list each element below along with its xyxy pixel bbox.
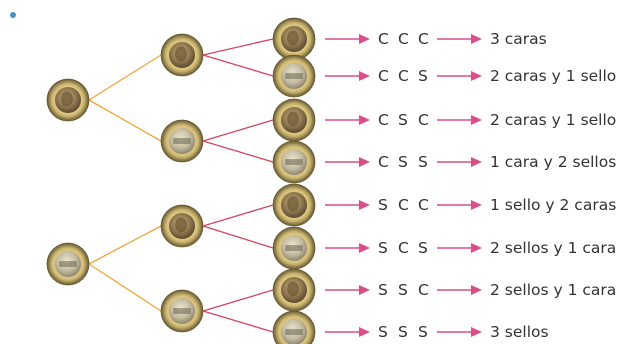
coin-level3-cara (272, 98, 316, 142)
arrow-to-result (437, 200, 482, 210)
arrow-to-sequence (325, 243, 370, 253)
branch-line-second (202, 289, 274, 312)
sequence-letter: S (418, 323, 428, 341)
sequence-letter: S (398, 281, 408, 299)
branch-line-first (88, 99, 162, 142)
outcome-result: 1 cara y 2 sellos (490, 153, 617, 171)
sequence-letter: C (418, 196, 429, 214)
branch-line-first (88, 54, 162, 101)
sequence-letter: C (418, 111, 429, 129)
branch-line-second (202, 225, 274, 249)
sequence-letter: S (398, 111, 408, 129)
arrow-to-sequence (325, 34, 370, 44)
arrow-to-sequence (325, 71, 370, 81)
sequence-letter: C (398, 196, 409, 214)
arrow-to-result (437, 71, 482, 81)
arrow-to-sequence (325, 157, 370, 167)
coin-level3-cara (272, 268, 316, 312)
sequence-letter: C (398, 239, 409, 257)
coin-level2-sello (160, 289, 204, 333)
branch-line-second (202, 119, 274, 142)
sequence-letter: C (378, 30, 389, 48)
sequence-letter: S (378, 196, 388, 214)
branch-line-second (202, 38, 274, 56)
branch-line-first (88, 263, 162, 312)
outcome-result: 1 sello y 2 caras (490, 196, 617, 214)
sequence-letter: S (378, 281, 388, 299)
coin-level1-sello (46, 242, 90, 286)
sequence-letter: S (418, 239, 428, 257)
arrow-to-result (437, 285, 482, 295)
outcome-result: 2 sellos y 1 cara (490, 239, 617, 257)
coin-level3-cara (272, 17, 316, 61)
bullet-marker (10, 12, 16, 18)
sequence-letter: C (378, 67, 389, 85)
sequence-letter: C (418, 30, 429, 48)
branch-line-first (88, 225, 162, 265)
outcome-result: 3 caras (490, 30, 547, 48)
coin-level3-sello (272, 140, 316, 184)
sequence-letter: C (378, 153, 389, 171)
outcome-result: 2 sellos y 1 cara (490, 281, 617, 299)
arrow-to-sequence (325, 327, 370, 337)
sequence-letter: S (398, 153, 408, 171)
coin-level3-cara (272, 183, 316, 227)
arrow-to-result (437, 34, 482, 44)
sequence-letter: S (418, 153, 428, 171)
coin-level3-sello (272, 226, 316, 270)
branch-line-second (202, 140, 274, 163)
outcome-result: 3 sellos (490, 323, 549, 341)
coin-level2-sello (160, 119, 204, 163)
outcome-result: 2 caras y 1 sello (490, 111, 617, 129)
coin-level2-cara (160, 33, 204, 77)
sequence-letter: C (398, 30, 409, 48)
arrow-to-sequence (325, 200, 370, 210)
coin-level2-cara (160, 204, 204, 248)
coin-level3-sello (272, 310, 316, 344)
arrow-to-result (437, 243, 482, 253)
arrow-to-result (437, 327, 482, 337)
sequence-letter: S (378, 323, 388, 341)
sequence-letter: C (398, 67, 409, 85)
sequence-letter: C (378, 111, 389, 129)
arrow-to-result (437, 115, 482, 125)
sequence-letter: S (398, 323, 408, 341)
branch-line-second (202, 204, 274, 227)
branch-line-second (202, 54, 274, 77)
sequence-letter: S (378, 239, 388, 257)
coin-level1-cara (46, 78, 90, 122)
sequence-letter: S (418, 67, 428, 85)
arrow-to-sequence (325, 115, 370, 125)
branch-line-second (202, 310, 274, 333)
arrow-to-result (437, 157, 482, 167)
sequence-letter: C (418, 281, 429, 299)
coin-level3-sello (272, 54, 316, 98)
arrow-to-sequence (325, 285, 370, 295)
outcome-result: 2 caras y 1 sello (490, 67, 617, 85)
